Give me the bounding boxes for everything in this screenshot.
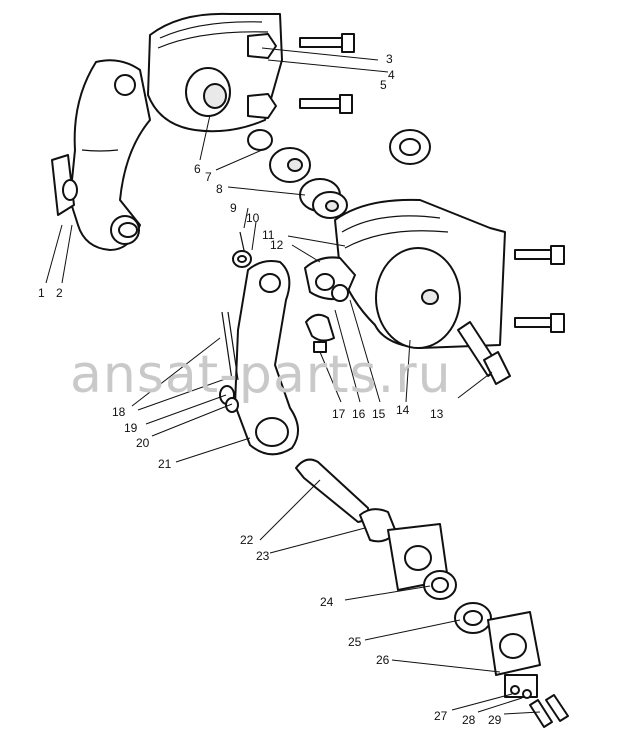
- bolt-right-upper: [514, 245, 565, 265]
- pin-9-washer-10: [232, 231, 252, 268]
- callout-18: 18: [112, 405, 126, 419]
- callout-16: 16: [352, 407, 366, 421]
- callout-7: 7: [205, 170, 212, 184]
- callout-23: 23: [256, 549, 270, 563]
- bolt-5: [247, 93, 353, 119]
- callout-27: 27: [434, 709, 448, 723]
- callout-1: 1: [38, 286, 45, 300]
- callout-5: 5: [380, 78, 387, 92]
- callout-25: 25: [348, 635, 362, 649]
- plate-27-28: [504, 674, 538, 699]
- callout-9: 9: [230, 201, 237, 215]
- bolt-13: [457, 321, 511, 385]
- callout-22: 22: [240, 533, 254, 547]
- bolt-3: [247, 33, 355, 59]
- callout-26: 26: [376, 653, 390, 667]
- callout-14: 14: [396, 403, 410, 417]
- callout-10: 10: [246, 211, 260, 225]
- pin-17: [305, 313, 335, 353]
- callout-28: 28: [462, 713, 476, 727]
- callout-6: 6: [194, 162, 201, 176]
- shaft-22: [295, 458, 370, 523]
- link-arm-21: [234, 260, 299, 456]
- callout-12: 12: [270, 238, 284, 252]
- callout-15: 15: [372, 407, 386, 421]
- washer-right-top: [389, 129, 431, 165]
- leader-lines: [45, 47, 541, 715]
- callout-3: 3: [386, 52, 393, 66]
- callout-19: 19: [124, 421, 138, 435]
- callout-17: 17: [332, 407, 346, 421]
- upper-arm-bracket: [69, 59, 151, 251]
- callout-8: 8: [216, 182, 223, 196]
- pad-12: [304, 256, 356, 302]
- callout-11: 11: [262, 228, 275, 242]
- callout-24: 24: [320, 595, 334, 609]
- bushing-7-8-stack: [247, 129, 348, 219]
- callout-labels: 1 2 3 4 5 6 7 8 9 10 11 12 13 14 15 16 1…: [38, 52, 502, 727]
- washer-25: [454, 602, 492, 634]
- middle-mount-housing: [334, 198, 506, 349]
- callout-2: 2: [56, 286, 63, 300]
- bolt-right-lower: [514, 313, 565, 333]
- callout-21: 21: [158, 457, 172, 471]
- callout-13: 13: [430, 407, 444, 421]
- callout-29: 29: [488, 713, 502, 727]
- watermark-text: ansat-parts.ru: [70, 345, 452, 405]
- split-pins-18-19-20: [219, 311, 239, 413]
- callout-20: 20: [136, 436, 150, 450]
- bracket-26: [487, 611, 541, 676]
- screws-29: [529, 694, 569, 728]
- callout-4: 4: [388, 68, 395, 82]
- side-plate-left: [51, 154, 78, 216]
- washer-24b: [423, 570, 457, 600]
